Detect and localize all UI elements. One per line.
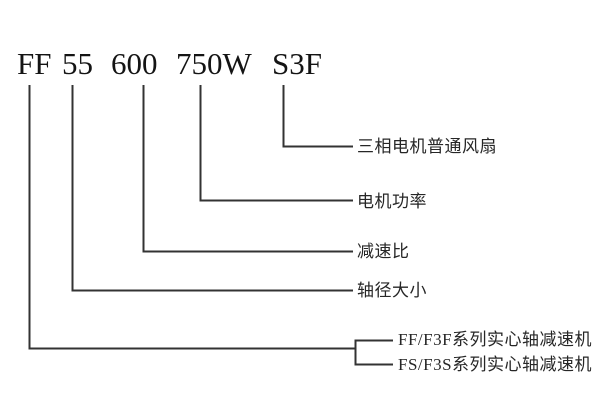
- connector-shaft-line: [71, 85, 353, 292]
- code-segment-ratio: 600: [111, 46, 158, 81]
- label-power: 电机功率: [357, 192, 427, 211]
- connector-power-line: [199, 85, 353, 202]
- code-segment-series: FF: [17, 46, 52, 81]
- code-segment-power: 750W: [176, 46, 252, 81]
- connector-series-fork: [354, 339, 393, 366]
- label-shaft: 轴径大小: [357, 281, 427, 300]
- connector-ratio-line: [142, 85, 353, 253]
- connector-fan-line: [282, 85, 353, 148]
- code-segment-fan: S3F: [272, 46, 322, 81]
- label-ratio: 减速比: [357, 242, 410, 261]
- label-series-fs: FS/F3S系列实心轴减速机: [398, 355, 593, 374]
- code-segment-shaft: 55: [62, 46, 93, 81]
- connector-series-line: [28, 85, 356, 350]
- label-fan: 三相电机普通风扇: [357, 137, 497, 156]
- label-series-ff: FF/F3F系列实心轴减速机: [398, 330, 593, 349]
